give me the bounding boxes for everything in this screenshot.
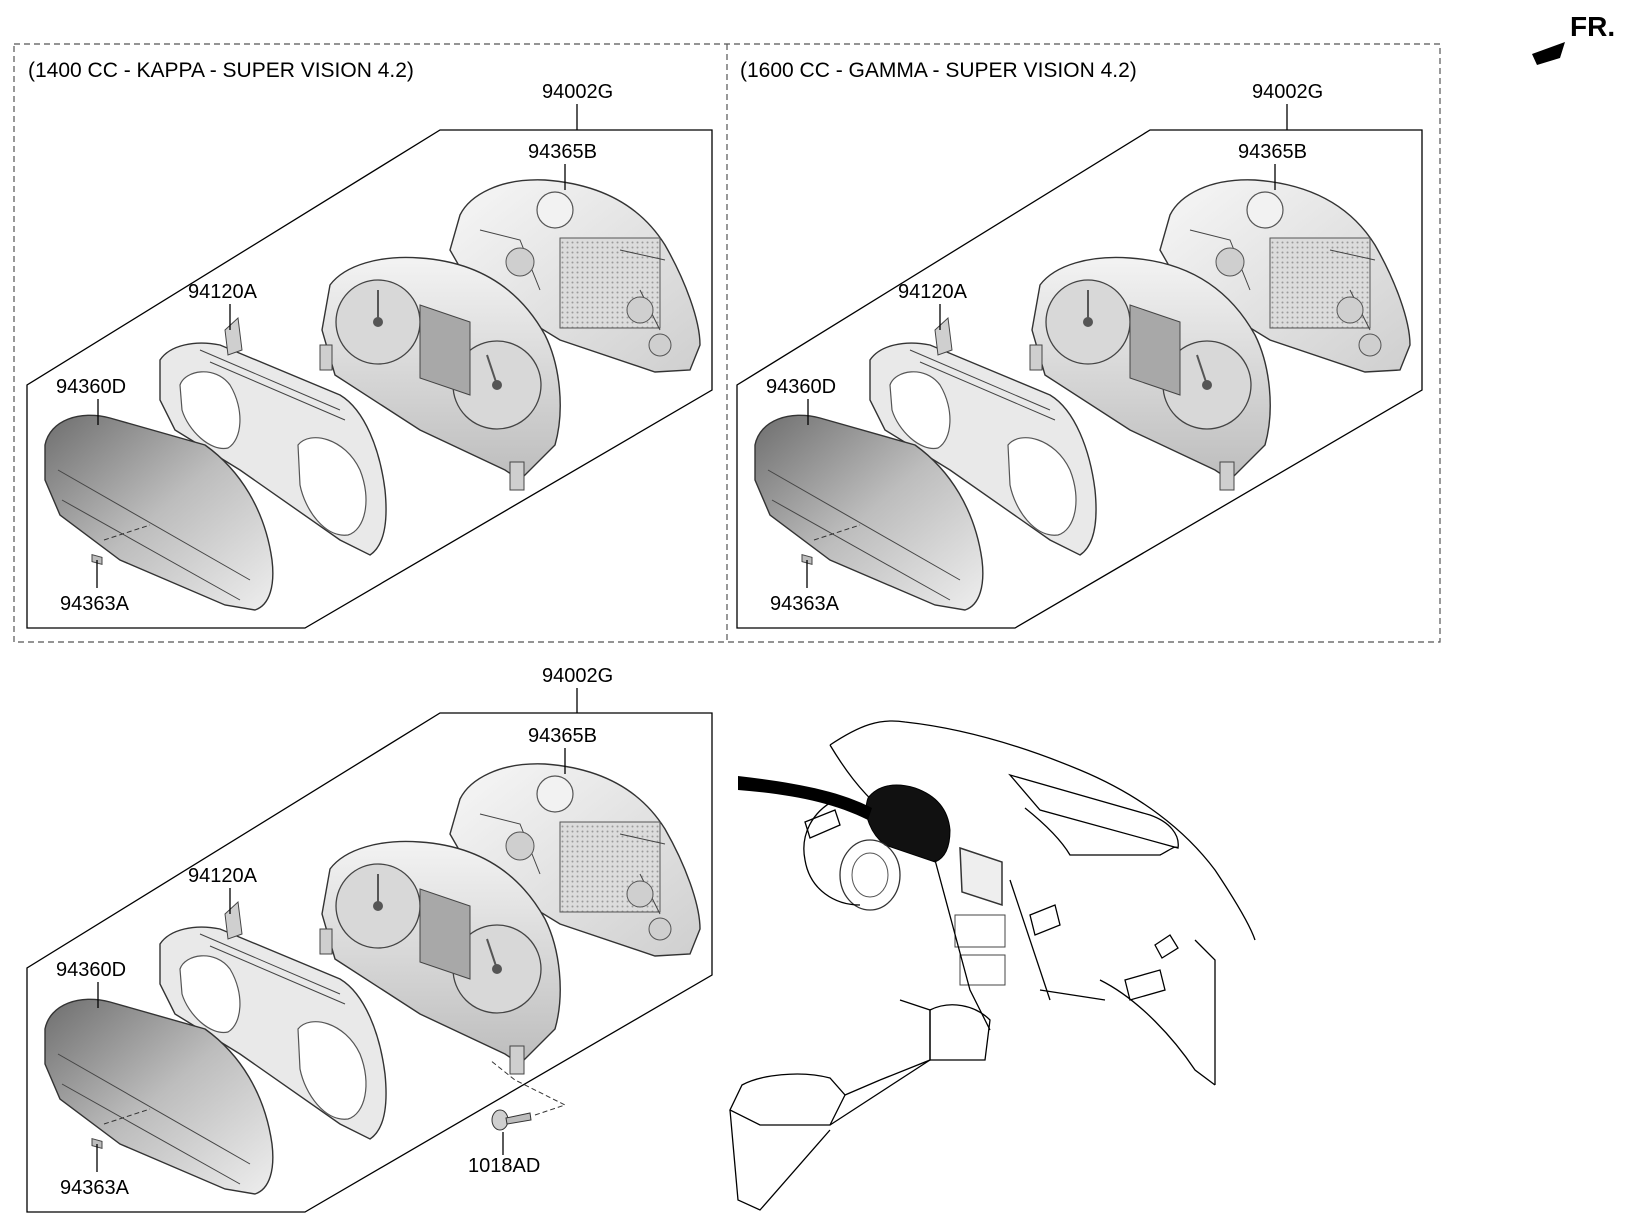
variant-1400cc: (1400 CC - KAPPA - SUPER VISION 4.2) 940… bbox=[26, 59, 713, 629]
part-label-assembly: 94002G bbox=[542, 81, 613, 103]
part-label-lens: 94360D bbox=[56, 376, 126, 398]
part-label-frame: 94120A bbox=[898, 281, 968, 303]
variant-title: (1600 CC - GAMMA - SUPER VISION 4.2) bbox=[740, 59, 1137, 82]
part-label-clip: 94363A bbox=[60, 1177, 130, 1199]
front-arrow-icon bbox=[1532, 42, 1565, 65]
part-label-back-case: 94365B bbox=[528, 725, 597, 747]
part-label-clip: 94363A bbox=[60, 593, 130, 615]
part-label-frame: 94120A bbox=[188, 281, 258, 303]
dashboard-locator-view bbox=[729, 720, 1256, 1211]
assembly-frame bbox=[736, 129, 1423, 629]
variant-title: (1400 CC - KAPPA - SUPER VISION 4.2) bbox=[28, 59, 414, 82]
part-label-clip: 94363A bbox=[770, 593, 840, 615]
highlighted-cluster bbox=[865, 784, 951, 863]
part-label-assembly: 94002G bbox=[1252, 81, 1323, 103]
part-label-frame: 94120A bbox=[188, 865, 258, 887]
part-label-back-case: 94365B bbox=[1238, 141, 1307, 163]
part-label-screw: 1018AD bbox=[468, 1155, 540, 1177]
part-label-back-case: 94365B bbox=[528, 141, 597, 163]
variant-1600cc: (1600 CC - GAMMA - SUPER VISION 4.2) 940… bbox=[736, 59, 1423, 629]
variant-standard: 94002G 94365B 94120A 94360D 94363A 1018A… bbox=[26, 665, 713, 1213]
assembly-frame bbox=[26, 129, 713, 629]
assembly-frame bbox=[26, 712, 713, 1213]
part-label-lens: 94360D bbox=[56, 959, 126, 981]
screw-icon bbox=[491, 1109, 532, 1131]
part-label-assembly: 94002G bbox=[542, 665, 613, 687]
front-direction-label: FR. bbox=[1570, 11, 1615, 42]
part-label-lens: 94360D bbox=[766, 376, 836, 398]
